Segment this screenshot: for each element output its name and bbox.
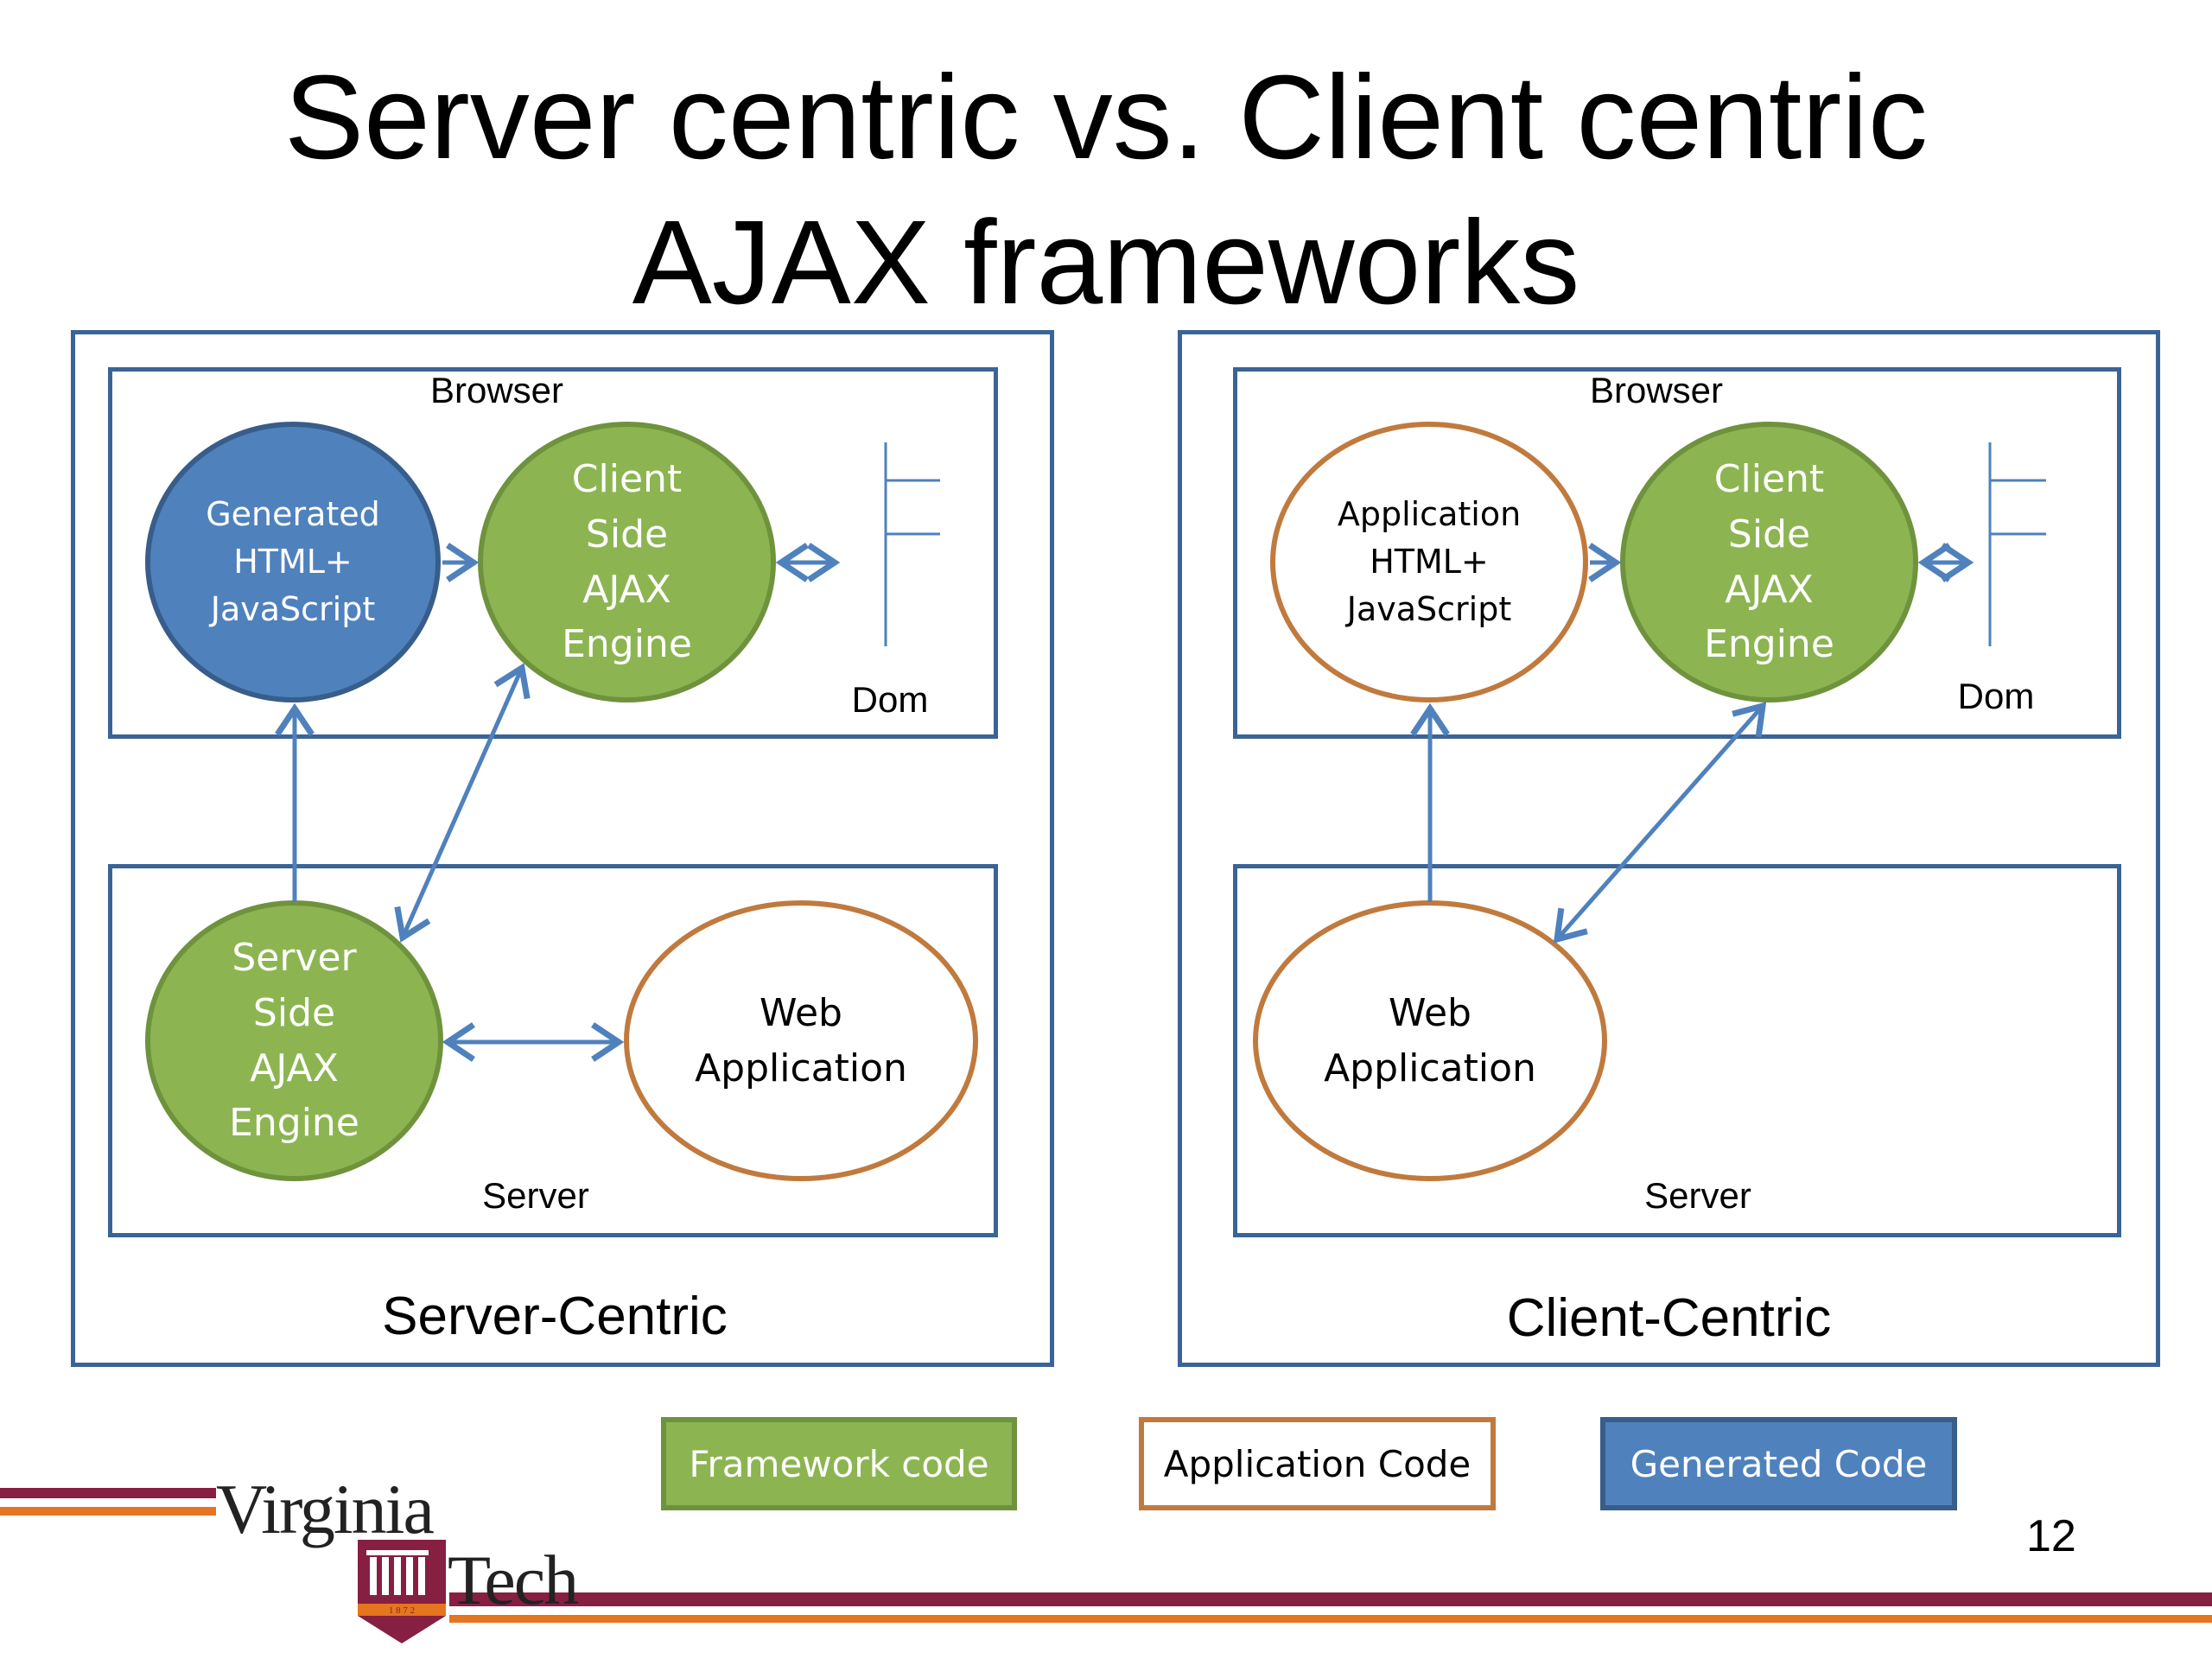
footer-maroon-stripe-left — [0, 1488, 216, 1498]
generated-html-javascript-node: Generated HTML+ JavaScript — [145, 422, 441, 702]
client-centric-dom-label: Dom — [1957, 676, 2035, 716]
page-number: 12 — [2026, 1511, 2076, 1561]
logo-word-tech: Tech — [448, 1541, 579, 1619]
virginia-tech-logo: Virginia 1 8 7 2 Tech — [216, 1469, 596, 1650]
hokie-shield-icon: 1 8 7 2 — [358, 1540, 446, 1643]
server-centric-server-box — [108, 864, 998, 1237]
client-centric-dom-tree-icon — [1988, 442, 2046, 646]
client-centric-client-ajax-engine-node: Client Side AJAX Engine — [1620, 422, 1918, 702]
server-side-ajax-engine-node: Server Side AJAX Engine — [145, 900, 443, 1181]
footer-orange-stripe-left — [0, 1507, 216, 1516]
server-centric-dom-label: Dom — [851, 679, 929, 720]
legend-framework-code: Framework code — [661, 1417, 1017, 1510]
footer-orange-stripe-right — [449, 1615, 2212, 1623]
client-centric-web-application-node: Web Application — [1253, 900, 1607, 1181]
svg-text:1 8 7 2: 1 8 7 2 — [389, 1605, 415, 1616]
client-centric-caption: Client-Centric — [1506, 1288, 1832, 1348]
server-centric-browser-box — [108, 367, 998, 739]
legend-application-code: Application Code — [1139, 1417, 1496, 1510]
server-centric-browser-label: Browser — [429, 370, 564, 410]
server-centric-client-ajax-engine-node: Client Side AJAX Engine — [478, 422, 776, 702]
server-centric-dom-tree-icon — [884, 442, 940, 646]
web-app-client-engine-arrow — [1553, 702, 1767, 944]
client-centric-server-label: Server — [1644, 1175, 1751, 1216]
application-html-javascript-node: Application HTML+ JavaScript — [1270, 422, 1588, 702]
footer-maroon-stripe-right — [449, 1592, 2212, 1606]
slide-title-line-2: AJAX frameworks — [632, 196, 1580, 329]
slide-title-line-1: Server centric vs. Client centric — [284, 51, 1928, 184]
server-centric-server-label: Server — [482, 1175, 589, 1216]
client-centric-browser-label: Browser — [1589, 370, 1724, 410]
legend-generated-code: Generated Code — [1600, 1417, 1957, 1510]
server-centric-web-application-node: Web Application — [624, 900, 978, 1181]
server-centric-caption: Server-Centric — [382, 1287, 728, 1346]
logo-word-virginia: Virginia — [216, 1470, 435, 1548]
server-engine-client-engine-arrow — [394, 663, 531, 943]
